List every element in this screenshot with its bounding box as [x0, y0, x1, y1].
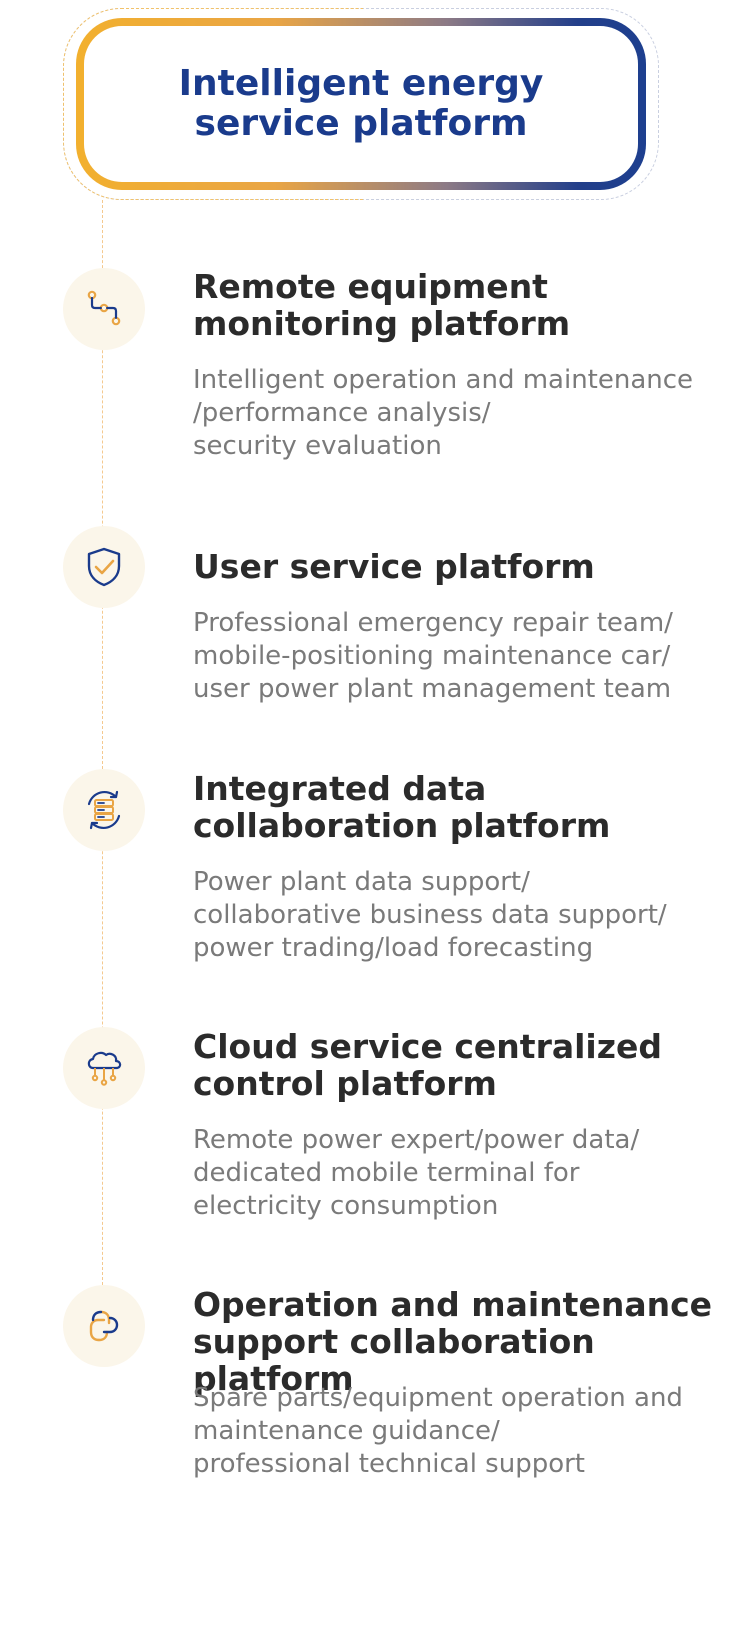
item-desc-line: Power plant data support/: [193, 867, 530, 897]
cloud-network-icon: [63, 1027, 145, 1109]
item-desc-line: user power plant management team: [193, 674, 672, 704]
item-desc-line: dedicated mobile terminal for: [193, 1158, 580, 1188]
item-title-2: User service platform: [193, 547, 595, 586]
item-desc-line: Remote power expert/power data/: [193, 1125, 640, 1155]
item-title-1: Remote equipment monitoring platform: [193, 267, 571, 343]
item-desc-line: Intelligent operation and maintenance: [193, 365, 694, 395]
item-title-4: Cloud service centralized control platfo…: [193, 1027, 662, 1103]
header-dashed-frame: [62, 7, 659, 200]
item-title-5: Operation and maintenance support collab…: [193, 1285, 713, 1398]
item-desc-line: /performance analysis/: [193, 398, 491, 428]
item-desc-1: Intelligent operation and maintenance /p…: [193, 364, 713, 463]
item-desc-line: Spare parts/equipment operation and: [193, 1383, 683, 1413]
item-desc-line: electricity consumption: [193, 1191, 499, 1221]
item-desc-5: Spare parts/equipment operation and main…: [193, 1382, 713, 1481]
item-desc-line: collaborative business data support/: [193, 900, 667, 930]
header-title: Intelligent energy service platform: [178, 63, 544, 144]
item-desc-line: Professional emergency repair team/: [193, 608, 673, 638]
link-collaboration-icon: [63, 1285, 145, 1367]
item-desc-line: professional technical support: [193, 1449, 586, 1479]
item-title-3: Integrated data collaboration platform: [193, 769, 611, 845]
connection-path-icon: [63, 268, 145, 350]
item-desc-line: maintenance guidance/: [193, 1416, 500, 1446]
header-inner: Intelligent energy service platform: [84, 26, 638, 182]
item-desc-line: power trading/load forecasting: [193, 933, 594, 963]
timeline-connector: [102, 200, 103, 1295]
header-box: Intelligent energy service platform: [76, 18, 646, 190]
item-desc-2: Professional emergency repair team/ mobi…: [193, 607, 713, 706]
item-desc-4: Remote power expert/power data/ dedicate…: [193, 1124, 713, 1223]
database-sync-icon: [63, 769, 145, 851]
shield-check-icon: [63, 526, 145, 608]
item-desc-line: mobile-positioning maintenance car/: [193, 641, 671, 671]
item-desc-line: security evaluation: [193, 431, 442, 461]
item-desc-3: Power plant data support/ collaborative …: [193, 866, 713, 965]
